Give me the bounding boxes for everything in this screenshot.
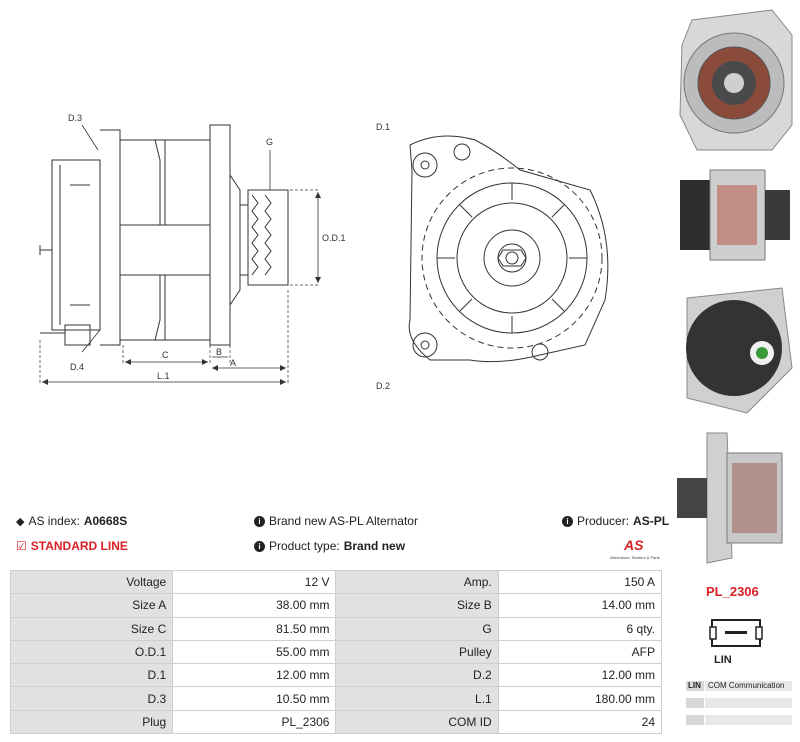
spec-value: 12.00 mm bbox=[497, 663, 663, 688]
technical-drawing: D.3 D.4 G O.D.1 C B A L.1 D.1 D.2 bbox=[39, 113, 609, 391]
spec-value: 81.50 mm bbox=[172, 616, 337, 641]
pin-desc bbox=[705, 715, 792, 725]
as-index: ◆ AS index: A0668S bbox=[16, 514, 127, 528]
spec-label: Size C bbox=[9, 616, 174, 641]
spec-value: 180.00 mm bbox=[497, 686, 663, 711]
plug-panel: PL_2306 LIN LIN COM Communication bbox=[678, 580, 800, 740]
spec-value: 24 bbox=[497, 709, 663, 735]
label-od1: O.D.1 bbox=[322, 233, 346, 243]
as-pl-logo: AS Alternators, Starters & Parts bbox=[610, 536, 670, 562]
producer: i Producer: AS-PL bbox=[562, 514, 669, 528]
photo-rear bbox=[686, 287, 793, 414]
label-d1: D.1 bbox=[376, 122, 390, 132]
spec-value: 38.00 mm bbox=[172, 593, 337, 618]
info-icon: i bbox=[254, 515, 265, 527]
pin-name: LIN bbox=[686, 681, 704, 691]
label-a: A bbox=[230, 358, 236, 368]
label-d4: D.4 bbox=[70, 362, 84, 372]
pin-desc: COM Communication bbox=[705, 681, 792, 691]
standard-line-text: STANDARD LINE bbox=[30, 539, 128, 553]
label-d3: D.3 bbox=[68, 113, 82, 123]
plug-connector-icon bbox=[709, 619, 763, 647]
logo-mark: AS Alternators, Starters & Parts bbox=[610, 537, 660, 560]
product-type-label: Product type: bbox=[269, 539, 340, 553]
spec-label: D.2 bbox=[335, 663, 499, 688]
info-icon: i bbox=[254, 540, 265, 552]
info-icon: i bbox=[562, 515, 573, 527]
svg-text:AS: AS bbox=[623, 537, 644, 553]
label-d2: D.2 bbox=[376, 381, 390, 391]
spec-label: Size A bbox=[9, 593, 174, 618]
description-text: Brand new AS-PL Alternator bbox=[269, 514, 418, 528]
spec-value: 10.50 mm bbox=[172, 686, 337, 711]
pin-name bbox=[686, 715, 704, 725]
tag-icon: ◆ bbox=[16, 515, 25, 528]
photo-side bbox=[680, 169, 790, 261]
spec-label: L.1 bbox=[335, 686, 499, 711]
spec-value: 150 A bbox=[497, 569, 663, 595]
svg-text:Alternators, Starters & Parts: Alternators, Starters & Parts bbox=[610, 555, 660, 560]
as-index-label: AS index: bbox=[28, 514, 80, 528]
label-b: B bbox=[216, 347, 222, 357]
pin-row bbox=[686, 715, 792, 725]
photo-front bbox=[679, 9, 793, 151]
pin-name bbox=[686, 698, 704, 708]
product-info: ◆ AS index: A0668S i Brand new AS-PL Alt… bbox=[14, 512, 669, 562]
label-l1: L.1 bbox=[157, 371, 170, 381]
spec-label: G bbox=[335, 616, 499, 641]
spec-label: Voltage bbox=[9, 569, 174, 595]
spec-value: PL_2306 bbox=[172, 709, 337, 735]
pin-desc bbox=[705, 698, 792, 708]
producer-value: AS-PL bbox=[633, 514, 670, 528]
photo-top bbox=[677, 432, 783, 564]
spec-label: D.1 bbox=[9, 663, 174, 688]
spec-label: O.D.1 bbox=[9, 639, 174, 665]
pin-row: LIN COM Communication bbox=[686, 681, 792, 691]
spec-value: 12.00 mm bbox=[172, 663, 337, 688]
label-c: C bbox=[162, 350, 169, 360]
spec-label: Size B bbox=[335, 593, 499, 618]
as-index-value: A0668S bbox=[83, 514, 128, 528]
spec-label: COM ID bbox=[335, 709, 499, 735]
label-g: G bbox=[266, 137, 273, 147]
checkbox-icon: ☑ bbox=[16, 539, 27, 553]
spec-value: 55.00 mm bbox=[172, 639, 337, 665]
plug-type: LIN bbox=[714, 654, 732, 666]
spec-value: AFP bbox=[497, 639, 663, 665]
product-type-value: Brand new bbox=[343, 539, 406, 553]
spec-value: 6 qty. bbox=[497, 616, 663, 641]
pin-row bbox=[686, 698, 792, 708]
spec-label: Plug bbox=[9, 709, 174, 735]
description: i Brand new AS-PL Alternator bbox=[254, 514, 418, 528]
alternator-schematic: D.3 D.4 G O.D.1 C B A L.1 D.1 D.2 bbox=[39, 113, 609, 391]
standard-line: ☑ STANDARD LINE bbox=[16, 539, 128, 553]
spec-label: Pulley bbox=[335, 639, 499, 665]
plug-code: PL_2306 bbox=[706, 584, 759, 599]
producer-label: Producer: bbox=[577, 514, 630, 528]
product-photos bbox=[672, 0, 800, 575]
product-type: i Product type: Brand new bbox=[254, 539, 405, 553]
spec-value: 12 V bbox=[172, 569, 337, 595]
spec-value: 14.00 mm bbox=[497, 593, 663, 618]
spec-label: D.3 bbox=[9, 686, 174, 711]
spec-label: Amp. bbox=[335, 569, 499, 595]
